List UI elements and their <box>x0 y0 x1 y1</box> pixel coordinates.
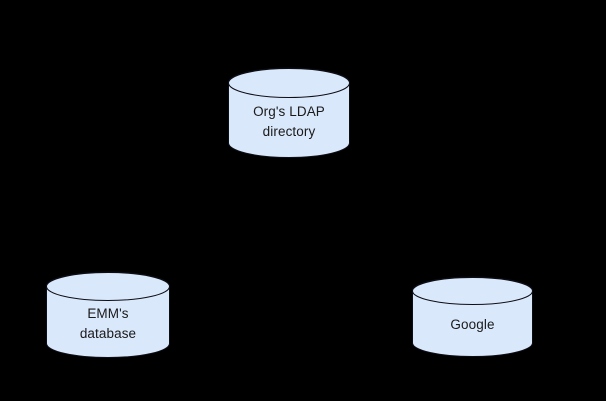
cylinder-shape <box>46 271 170 358</box>
cylinder-shape <box>412 276 533 357</box>
cylinder-top-ellipse <box>412 277 533 305</box>
cylinder-top-ellipse <box>228 68 350 98</box>
database-node-google[interactable]: Google <box>412 276 533 357</box>
cylinder-top-ellipse <box>46 272 170 301</box>
cylinder-shape <box>228 67 350 158</box>
